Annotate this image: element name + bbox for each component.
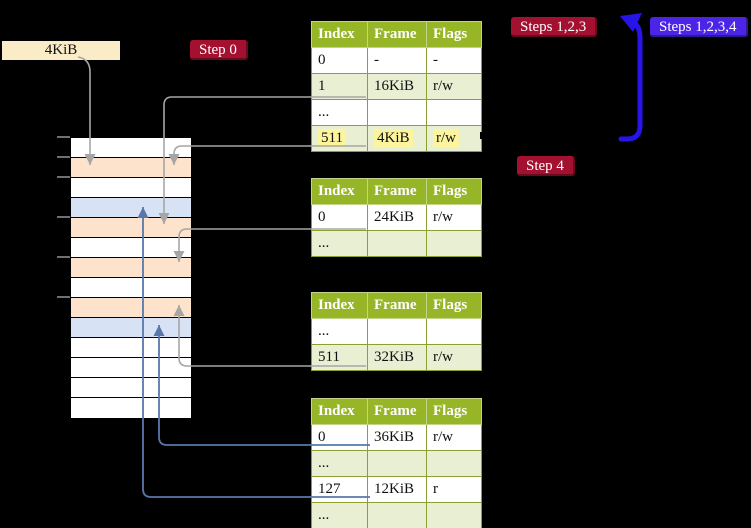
frame-size-label: 4KiB <box>2 41 120 60</box>
cell-flags: r/w <box>426 73 482 100</box>
memory-frame-page <box>71 318 191 338</box>
cell-frame: 36KiB <box>367 424 427 451</box>
cell-frame <box>367 318 427 345</box>
cell-flags <box>426 99 482 126</box>
table-row: 0-- <box>311 47 482 74</box>
column-header: Flags <box>426 21 482 48</box>
column-header: Flags <box>426 178 482 205</box>
cell-index: 0 <box>311 47 368 74</box>
cell-frame <box>367 450 427 477</box>
cell-index: 511 <box>311 344 368 371</box>
cell-index: ... <box>311 230 368 257</box>
cell-index: 1 <box>311 73 368 100</box>
cell-index: 511 <box>311 125 368 152</box>
badge-step-4: Step 4 <box>517 156 575 176</box>
column-header: Index <box>311 398 368 425</box>
cell-frame: - <box>367 47 427 74</box>
cell-frame: 32KiB <box>367 344 427 371</box>
cell-frame: 16KiB <box>367 73 427 100</box>
column-header: Index <box>311 292 368 319</box>
cell-flags <box>426 502 482 528</box>
memory-frame-plain <box>71 238 191 258</box>
cell-flags: r/w <box>426 344 482 371</box>
memory-frame-plain <box>71 398 191 418</box>
cell-frame: 4KiB <box>367 125 427 152</box>
cell-frame <box>367 99 427 126</box>
memory-strip-ticks <box>57 136 70 298</box>
cell-flags: r/w <box>426 125 482 152</box>
memory-frame-table <box>71 218 191 238</box>
table-row: ... <box>311 99 482 126</box>
memory-frame-plain <box>71 278 191 298</box>
badge-step-0: Step 0 <box>190 40 248 60</box>
table-row: ... <box>311 318 482 345</box>
cell-index: ... <box>311 99 368 126</box>
cell-frame <box>367 230 427 257</box>
column-header: Frame <box>367 178 427 205</box>
column-header: Frame <box>367 21 427 48</box>
table-row: ... <box>311 230 482 257</box>
cell-flags: - <box>426 47 482 74</box>
cell-flags: r <box>426 476 482 503</box>
memory-frame-plain <box>71 378 191 398</box>
memory-frame-table <box>71 298 191 318</box>
cell-index: 0 <box>311 424 368 451</box>
memory-frame-plain <box>71 358 191 378</box>
memory-frame-table <box>71 158 191 178</box>
column-header: Index <box>311 21 368 48</box>
column-header: Flags <box>426 398 482 425</box>
column-header: Frame <box>367 292 427 319</box>
cell-index: 0 <box>311 204 368 231</box>
badge-steps-1-2-3-4: Steps 1,2,3,4 <box>650 17 748 37</box>
memory-frame-plain <box>71 178 191 198</box>
recursive-loop-arrow <box>618 13 643 142</box>
cell-index: ... <box>311 318 368 345</box>
column-header: Frame <box>367 398 427 425</box>
badge-steps-1-2-3: Steps 1,2,3 <box>511 17 598 37</box>
cell-flags: r/w <box>426 424 482 451</box>
cell-flags <box>426 450 482 477</box>
cell-frame: 24KiB <box>367 204 427 231</box>
memory-frame-plain <box>71 138 191 158</box>
cell-index: ... <box>311 450 368 477</box>
cell-frame <box>367 502 427 528</box>
cell-index: 127 <box>311 476 368 503</box>
table-row: ... <box>311 502 482 528</box>
cell-flags: r/w <box>426 204 482 231</box>
cell-flags <box>426 230 482 257</box>
cell-index: ... <box>311 502 368 528</box>
cell-flags <box>426 318 482 345</box>
physical-memory-strip <box>70 137 192 419</box>
memory-frame-page <box>71 198 191 218</box>
column-header: Flags <box>426 292 482 319</box>
memory-frame-table <box>71 258 191 278</box>
memory-frame-plain <box>71 338 191 358</box>
cell-frame: 12KiB <box>367 476 427 503</box>
column-header: Index <box>311 178 368 205</box>
table-row: ... <box>311 450 482 477</box>
